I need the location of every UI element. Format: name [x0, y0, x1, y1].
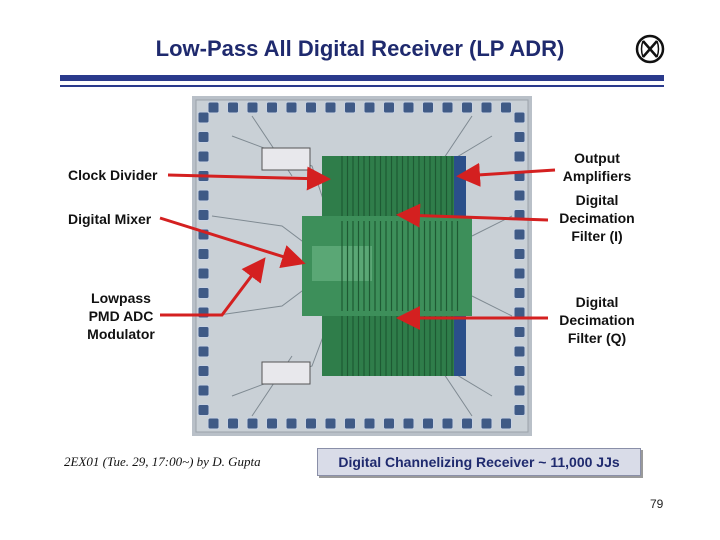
label-line: Output [574, 150, 620, 166]
bond-pad [305, 417, 317, 430]
label-lowpass-modulator: Lowpass PMD ADC Modulator [78, 289, 164, 343]
label-line: Decimation [559, 312, 635, 328]
bond-pad [197, 209, 210, 221]
bond-pad [197, 150, 210, 163]
bond-pad [344, 101, 356, 114]
bond-pad [197, 287, 210, 299]
bond-pad [383, 417, 395, 430]
label-line: PMD ADC [88, 308, 154, 324]
bond-pad [363, 417, 376, 430]
bond-pad [305, 101, 317, 114]
bond-pad [422, 101, 434, 114]
bond-pad [344, 417, 356, 430]
bond-pad [513, 150, 526, 163]
bond-pad [324, 417, 337, 430]
label-line: Amplifiers [562, 168, 632, 184]
title-rule-thin [60, 85, 664, 87]
bond-pad [480, 101, 493, 114]
bond-pad [246, 417, 259, 430]
bond-pad [197, 131, 210, 143]
bond-pad [513, 209, 526, 221]
company-logo-icon [635, 34, 665, 64]
bond-pad [513, 404, 526, 416]
caption-box: Digital Channelizing Receiver ~ 11,000 J… [317, 448, 641, 476]
bond-pad [513, 248, 526, 260]
label-line: Digital [575, 294, 619, 310]
bond-pad [480, 417, 493, 430]
label-decimation-filter-q: Digital Decimation Filter (Q) [549, 293, 645, 347]
bond-pad [197, 404, 210, 416]
label-line: Lowpass [91, 290, 151, 306]
bond-pad [422, 417, 434, 430]
bond-pad [197, 267, 210, 280]
bond-pad [513, 365, 526, 377]
bond-pad [285, 101, 298, 114]
bond-pad [513, 287, 526, 299]
title-rule-thick [60, 75, 664, 81]
bond-pad [197, 170, 210, 182]
bond-pad [513, 131, 526, 143]
bond-pad [402, 417, 415, 430]
bond-pad [197, 189, 210, 202]
bond-pad [441, 101, 454, 114]
slide-title: Low-Pass All Digital Receiver (LP ADR) [155, 36, 565, 61]
label-line: Modulator [87, 326, 155, 342]
bond-pad [500, 417, 512, 430]
bond-pad [285, 417, 298, 430]
bond-pad [513, 384, 526, 397]
bond-pad [197, 365, 210, 377]
bond-pad [197, 345, 210, 358]
label-clock-divider: Clock Divider [68, 167, 158, 183]
bond-pad [513, 326, 526, 338]
bond-pad [207, 417, 220, 430]
bond-pad [324, 101, 337, 114]
label-line: Digital [575, 192, 619, 208]
bond-pad [383, 101, 395, 114]
bond-pad [197, 326, 210, 338]
bond-pad [207, 101, 220, 114]
reference-text: 2EX01 (Tue. 29, 17:00~) by D. Gupta [64, 454, 261, 469]
bond-pad [227, 417, 239, 430]
bond-pad [197, 384, 210, 397]
bond-pad [461, 417, 473, 430]
label-line: Decimation [559, 210, 635, 226]
bond-pad [513, 306, 526, 319]
label-decimation-filter-i: Digital Decimation Filter (I) [549, 191, 645, 245]
bond-pad [513, 267, 526, 280]
label-output-amplifiers: Output Amplifiers [552, 149, 642, 185]
label-line: Filter (Q) [567, 330, 627, 346]
bond-pad [513, 228, 526, 241]
label-line: Filter (I) [571, 228, 623, 244]
bond-pad [513, 111, 526, 124]
bond-pad [197, 111, 210, 124]
bond-pad [197, 306, 210, 319]
bond-pad [513, 170, 526, 182]
bond-pad [513, 189, 526, 202]
bond-pad [266, 417, 278, 430]
chip-micrograph [192, 96, 532, 436]
bond-pad [500, 101, 512, 114]
bond-pad [197, 248, 210, 260]
bond-pad [402, 101, 415, 114]
bond-pad [441, 417, 454, 430]
bond-pad [363, 101, 376, 114]
page-number: 79 [650, 497, 664, 511]
bond-pad [266, 101, 278, 114]
bond-pad [246, 101, 259, 114]
label-digital-mixer: Digital Mixer [68, 211, 152, 227]
bond-pad [513, 345, 526, 358]
bond-pad [227, 101, 239, 114]
bond-pad [461, 101, 473, 114]
bond-pad [197, 228, 210, 241]
